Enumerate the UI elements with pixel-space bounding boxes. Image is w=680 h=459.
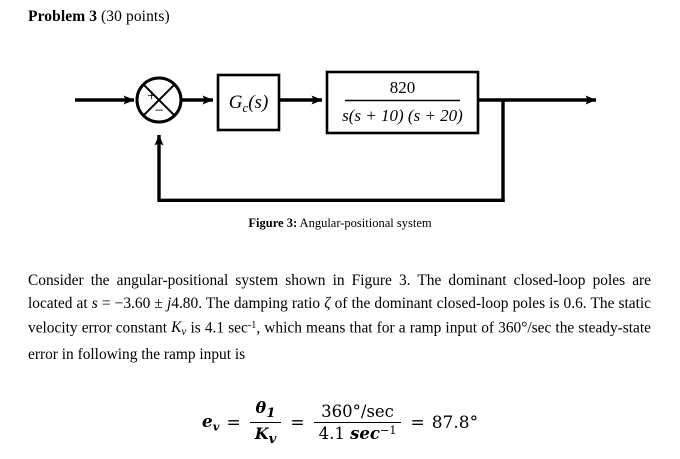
paragraph-segment-3: 4.80. The damping ratio <box>171 294 325 312</box>
variable-j: j <box>166 294 172 312</box>
equals-sign-3: = <box>410 412 425 433</box>
problem-body-text: Consider the angular-positional system s… <box>28 270 651 366</box>
equation-lhs-base: e <box>201 411 213 432</box>
kv-base: K <box>254 424 269 444</box>
theta-base: θ <box>255 398 267 417</box>
plant-numerator: 820 <box>390 78 416 97</box>
figure-caption-text: Angular-positional system <box>297 216 432 230</box>
equation-lhs: ev <box>202 412 220 433</box>
fraction-2-denominator: 4.1 sec−1 <box>313 422 402 444</box>
paragraph-segment-4: of the dominant closed-loop poles is 0.6… <box>28 294 651 337</box>
fraction-theta-over-kv: θ1 Kv <box>249 398 282 448</box>
variable-zeta: ζ <box>324 294 331 312</box>
summing-plus-sign: + <box>147 88 156 105</box>
controller-block-label: Gc(s) <box>229 92 269 115</box>
equals-sign-2: = <box>290 412 305 433</box>
controller-block <box>216 73 281 132</box>
denominator-value: 4.1 <box>318 424 351 444</box>
plant-denominator: s(s + 10) (s + 20) <box>342 106 463 125</box>
equation-result: 87.8° <box>431 412 479 433</box>
summing-junction-cross-2 <box>142 83 176 117</box>
unit-exponent: -1 <box>247 320 257 332</box>
kv-subscript: v <box>268 431 277 448</box>
variable-s: s <box>91 294 98 312</box>
fraction-360-over-41: 360°/sec 4.1 sec−1 <box>313 402 402 444</box>
plant-block <box>325 70 480 135</box>
equals-sign-1: = <box>226 412 241 433</box>
variable-kv-base: K <box>171 319 182 337</box>
fraction-1-numerator: θ1 <box>251 398 281 422</box>
problem-points: (30 points) <box>97 8 170 25</box>
theta-subscript: 1 <box>266 405 276 422</box>
steady-state-error-equation: ev = θ1 Kv = 360°/sec 4.1 sec−1 = 87.8° <box>0 398 680 447</box>
fraction-2-numerator: 360°/sec <box>321 402 394 422</box>
summing-minus-sign: − <box>154 103 163 120</box>
page-title: Problem 3 (30 points) <box>28 8 170 26</box>
problem-number: Problem 3 <box>28 8 98 25</box>
paragraph-segment-1: Consider the angular-positional system s… <box>28 272 651 312</box>
fraction-1-denominator: Kv <box>249 422 282 448</box>
paragraph-segment-2: = −3.60 ± <box>97 294 167 312</box>
denominator-unit: sec <box>350 424 380 444</box>
figure-caption-label: Figure 3: <box>248 216 298 230</box>
block-diagram-figure: + − Gc(s) 820 s(s + 10) (s + 20) <box>0 55 680 215</box>
figure-caption: Figure 3: Angular-positional system <box>0 216 680 231</box>
variable-kv-subscript: v <box>181 326 187 339</box>
equation-lhs-subscript: v <box>212 419 220 434</box>
paragraph-segment-6: , which means that for a ramp input of 3… <box>28 319 651 363</box>
paragraph-segment-5: is 4.1 sec <box>186 319 248 337</box>
denominator-exponent: −1 <box>379 424 397 438</box>
